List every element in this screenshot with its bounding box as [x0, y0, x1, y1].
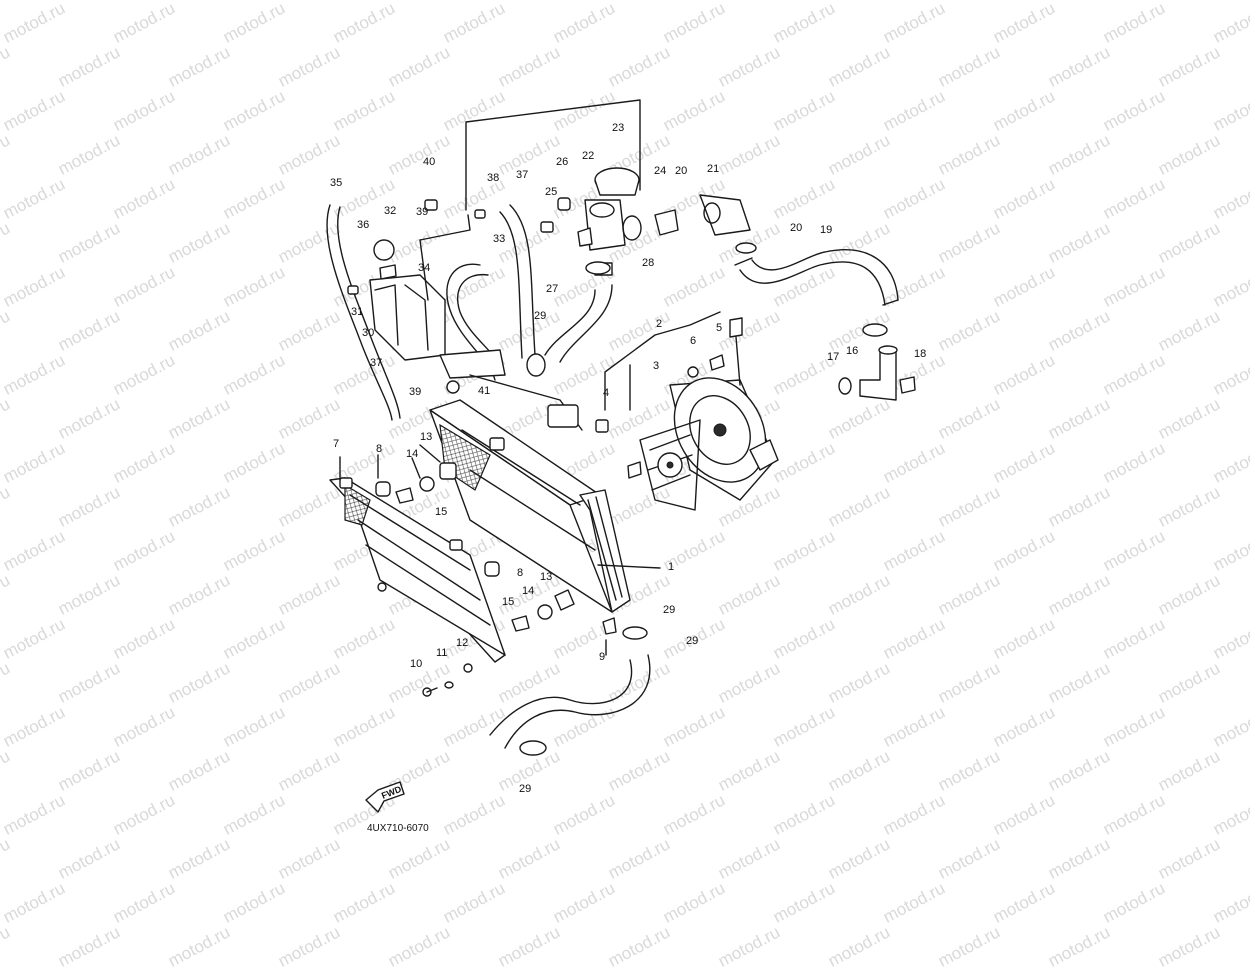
callout-number: 15: [502, 596, 514, 608]
callout-number: 2: [656, 318, 662, 330]
callout-number: 32: [384, 205, 396, 217]
callout-number: 15: [435, 506, 447, 518]
callout-number: 6: [690, 335, 696, 347]
mounting-hardware: [375, 476, 617, 697]
exploded-parts-drawing: FWD 123456788910111213131414151516171819…: [326, 99, 926, 813]
callout-number: 13: [540, 571, 552, 583]
callout-number: 29: [663, 604, 675, 616]
forward-arrow: FWD: [365, 781, 405, 813]
callout-number: 36: [357, 219, 369, 231]
fan-assembly: [639, 377, 779, 511]
callout-number: 22: [582, 150, 594, 162]
callout-number: 4: [603, 387, 609, 399]
callout-number: 29: [686, 635, 698, 647]
part-code: 4UX710-6070: [367, 823, 429, 834]
callout-number: 24: [654, 165, 666, 177]
callout-number: 40: [423, 156, 435, 168]
callout-number: 17: [827, 351, 839, 363]
callout-number: 37: [370, 357, 382, 369]
callout-number: 20: [675, 165, 687, 177]
hose-clamps: [519, 242, 888, 756]
callout-number: 26: [556, 156, 568, 168]
leader-lines: [339, 99, 721, 656]
callout-number: 28: [642, 257, 654, 269]
callout-number: 16: [846, 345, 858, 357]
callout-number: 8: [517, 567, 523, 579]
callout-number: 39: [409, 386, 421, 398]
callout-number: 29: [519, 783, 531, 795]
callout-number: 13: [420, 431, 432, 443]
radiator-guard: [329, 477, 506, 663]
callout-number: 33: [493, 233, 505, 245]
radiator-core: [429, 399, 631, 613]
water-pump-outlet: [838, 345, 916, 401]
callout-number: 20: [790, 222, 802, 234]
callout-number: 11: [436, 647, 447, 659]
callout-number: 37: [516, 169, 528, 181]
callout-number: 7: [333, 438, 339, 450]
callout-number: 18: [914, 348, 926, 360]
callout-number: 5: [716, 322, 722, 334]
callout-number: 19: [820, 224, 832, 236]
thermostat-housing: [540, 167, 751, 276]
callout-number: 35: [330, 177, 342, 189]
callout-number: 3: [653, 360, 659, 372]
callout-number: 23: [612, 122, 624, 134]
callout-number: 21: [707, 163, 719, 175]
callout-number: 31: [351, 306, 363, 318]
callout-number: 29: [534, 310, 546, 322]
callout-number: 1: [668, 561, 674, 573]
fan-fasteners: [595, 317, 743, 479]
callout-number: 25: [545, 186, 557, 198]
callout-number: 14: [406, 448, 418, 460]
callout-number: 39: [416, 206, 428, 218]
callout-number: 8: [376, 443, 382, 455]
callout-number: 38: [487, 172, 499, 184]
callout-number: 10: [410, 658, 422, 670]
callout-number: 12: [456, 637, 468, 649]
callout-number: 30: [362, 327, 374, 339]
callout-number: 34: [418, 262, 430, 274]
callout-number: 14: [522, 585, 534, 597]
callout-number: 27: [546, 283, 558, 295]
callout-number: 9: [599, 651, 605, 663]
callout-number: 41: [478, 385, 490, 397]
reservoir-tank: [347, 199, 583, 431]
hoses: [326, 204, 899, 749]
